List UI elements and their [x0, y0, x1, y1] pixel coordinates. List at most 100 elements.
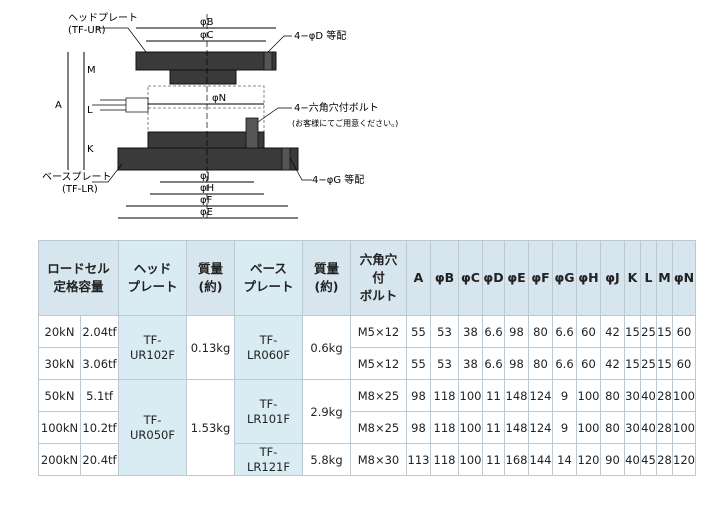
model-name-line: UR102F [130, 347, 175, 362]
header-dim: φD [482, 240, 505, 316]
label-dim-c: φC [200, 30, 214, 41]
cell-mass-base: 0.6kg [302, 315, 351, 380]
cell-dim: 100 [458, 411, 483, 444]
cell-dim: 40 [640, 379, 657, 412]
cell-dim: 144 [528, 443, 553, 476]
header-mass-base: 質量 (約) [302, 240, 351, 316]
label-hex-bolt: 4−六角穴付ボルト [294, 101, 379, 114]
model-name-line: UR050F [130, 427, 175, 442]
cell-dim: 80 [600, 411, 625, 444]
cell-mass-head: 0.13kg [186, 315, 235, 380]
label-dim-j: φJ [200, 171, 210, 182]
cell-capacity-tf: 20.4tf [80, 443, 119, 476]
label-dim-d: 4−φD 等配 [294, 29, 346, 42]
cell-capacity-tf: 10.2tf [80, 411, 119, 444]
header-head-plate: ヘッド プレート [118, 240, 187, 316]
label-dim-m: M [87, 65, 96, 76]
label-dim-l: L [87, 105, 93, 116]
cell-base-plate: TF-LR121F [234, 443, 303, 476]
header-dim: φC [458, 240, 483, 316]
cell-dim: 25 [640, 347, 657, 380]
cell-dim: 25 [640, 315, 657, 348]
cell-capacity-kn: 50kN [38, 379, 81, 412]
cell-dim: 38 [458, 347, 483, 380]
cell-base-plate: TF-LR101F [234, 379, 303, 444]
cell-dim: 11 [482, 443, 505, 476]
cell-dim: 28 [656, 411, 673, 444]
header-bolt: 六角穴 付 ボルト [350, 240, 407, 316]
label-head-plate: ヘッドプレート [68, 12, 138, 24]
model-name-line: TF- [143, 332, 162, 347]
label-head-plate-code: (TF-UR) [68, 25, 106, 36]
spec-table: ロードセル 定格容量 ヘッド プレート 質量 (約) ベース プレート 質量 [38, 240, 696, 476]
cell-dim: 98 [406, 411, 431, 444]
cell-dim: 9 [552, 411, 577, 444]
base-plate-hole [281, 147, 291, 171]
cell-dim: 80 [528, 347, 553, 380]
cell-dim: 15 [624, 347, 641, 380]
header-dim: K [624, 240, 641, 316]
cell-mass-base: 2.9kg [302, 379, 351, 444]
leader-g [289, 157, 312, 181]
cell-dim: 40 [624, 443, 641, 476]
cell-capacity-tf: 3.06tf [80, 347, 119, 380]
label-dim-n: φN [212, 93, 226, 104]
header-capacity: ロードセル 定格容量 [38, 240, 119, 316]
head-plate [135, 51, 277, 71]
label-base-plate: ベースプレート [42, 171, 112, 183]
cell-bolt: M8×25 [350, 411, 407, 444]
header-dim: φH [576, 240, 601, 316]
model-name-line: TF- [143, 412, 162, 427]
cell-dim: 40 [640, 411, 657, 444]
cable-gland [125, 97, 149, 113]
cell-dim: 6.6 [552, 315, 577, 348]
cell-dim: 11 [482, 379, 505, 412]
cell-capacity-kn: 30kN [38, 347, 81, 380]
header-dim: φB [430, 240, 459, 316]
cell-capacity-tf: 2.04tf [80, 315, 119, 348]
cell-dim: 60 [576, 315, 601, 348]
cell-dim: 15 [656, 315, 673, 348]
cell-dim: 53 [430, 347, 459, 380]
header-dim: M [656, 240, 673, 316]
cell-bolt: M8×30 [350, 443, 407, 476]
cell-dim: 15 [624, 315, 641, 348]
label-bolt-note: (お客様にてご用意ください。) [292, 118, 398, 128]
cell-dim: 124 [528, 411, 553, 444]
head-plate-hub [169, 69, 237, 85]
cell-dim: 100 [458, 379, 483, 412]
label-dim-h: φH [200, 183, 214, 194]
label-dim-b: φB [200, 17, 214, 28]
cell-dim: 30 [624, 411, 641, 444]
cell-dim: 148 [504, 411, 529, 444]
cell-dim: 118 [430, 379, 459, 412]
cell-dim: 38 [458, 315, 483, 348]
header-row: ロードセル 定格容量 ヘッド プレート 質量 (約) ベース プレート 質量 [38, 240, 696, 316]
cell-dim: 15 [656, 347, 673, 380]
base-plate [117, 147, 299, 171]
cell-dim: 100 [458, 443, 483, 476]
cell-dim: 60 [576, 347, 601, 380]
cell-dim: 90 [600, 443, 625, 476]
cell-dim: 100 [576, 411, 601, 444]
cell-dim: 28 [656, 379, 673, 412]
cell-capacity-tf: 5.1tf [80, 379, 119, 412]
label-dim-a: A [55, 100, 62, 111]
cell-dim: 118 [430, 411, 459, 444]
cell-dim: 168 [504, 443, 529, 476]
cell-dim: 6.6 [482, 347, 505, 380]
cell-dim: 100 [672, 379, 696, 412]
cell-bolt: M8×25 [350, 379, 407, 412]
cell-dim: 9 [552, 379, 577, 412]
cell-dim: 120 [672, 443, 696, 476]
cell-capacity-kn: 100kN [38, 411, 81, 444]
cell-dim: 80 [528, 315, 553, 348]
cell-dim: 55 [406, 315, 431, 348]
header-dim: φE [504, 240, 529, 316]
header-base-plate: ベース プレート [234, 240, 303, 316]
label-dim-f: φF [200, 195, 213, 206]
